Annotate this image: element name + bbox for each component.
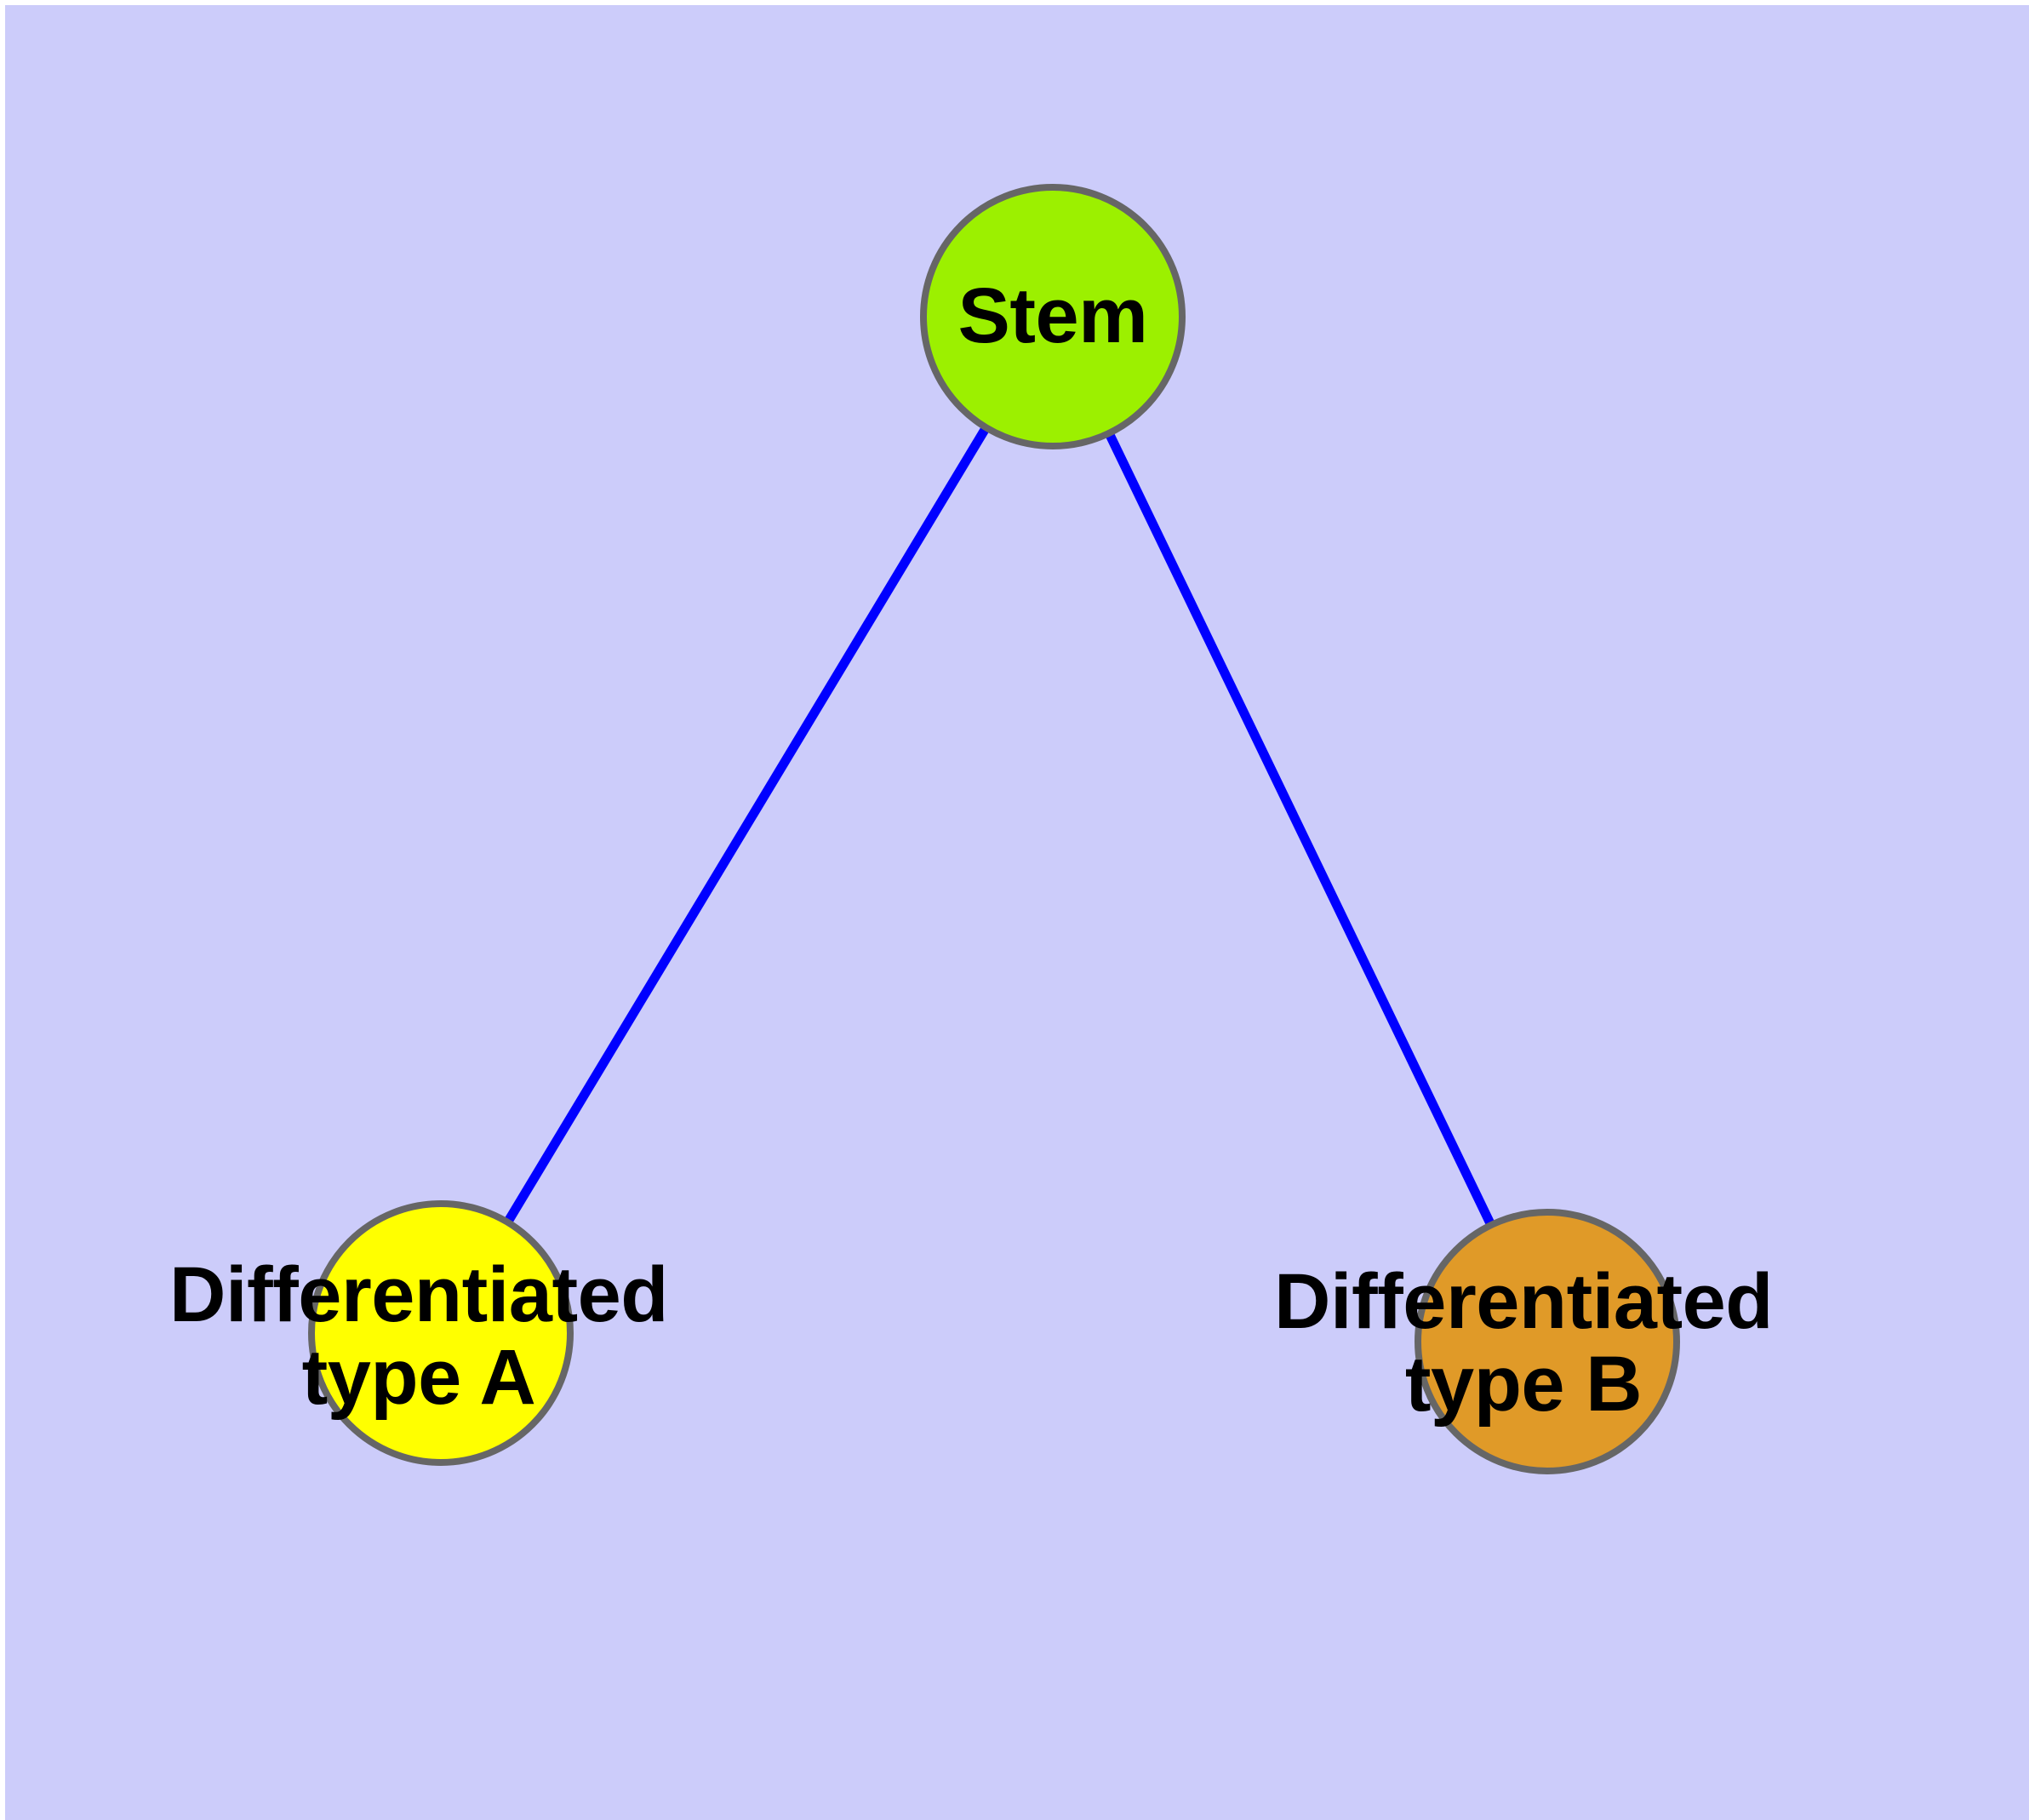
graph-node-diff_b[interactable] — [1415, 1209, 1680, 1474]
nodes-layer — [308, 184, 1680, 1474]
graph-node-stem[interactable] — [920, 184, 1186, 449]
graph-node-diff_a[interactable] — [308, 1200, 574, 1466]
graph-edge — [1049, 314, 1552, 1344]
edges-layer — [437, 314, 1552, 1344]
graph-edge — [437, 314, 1057, 1336]
